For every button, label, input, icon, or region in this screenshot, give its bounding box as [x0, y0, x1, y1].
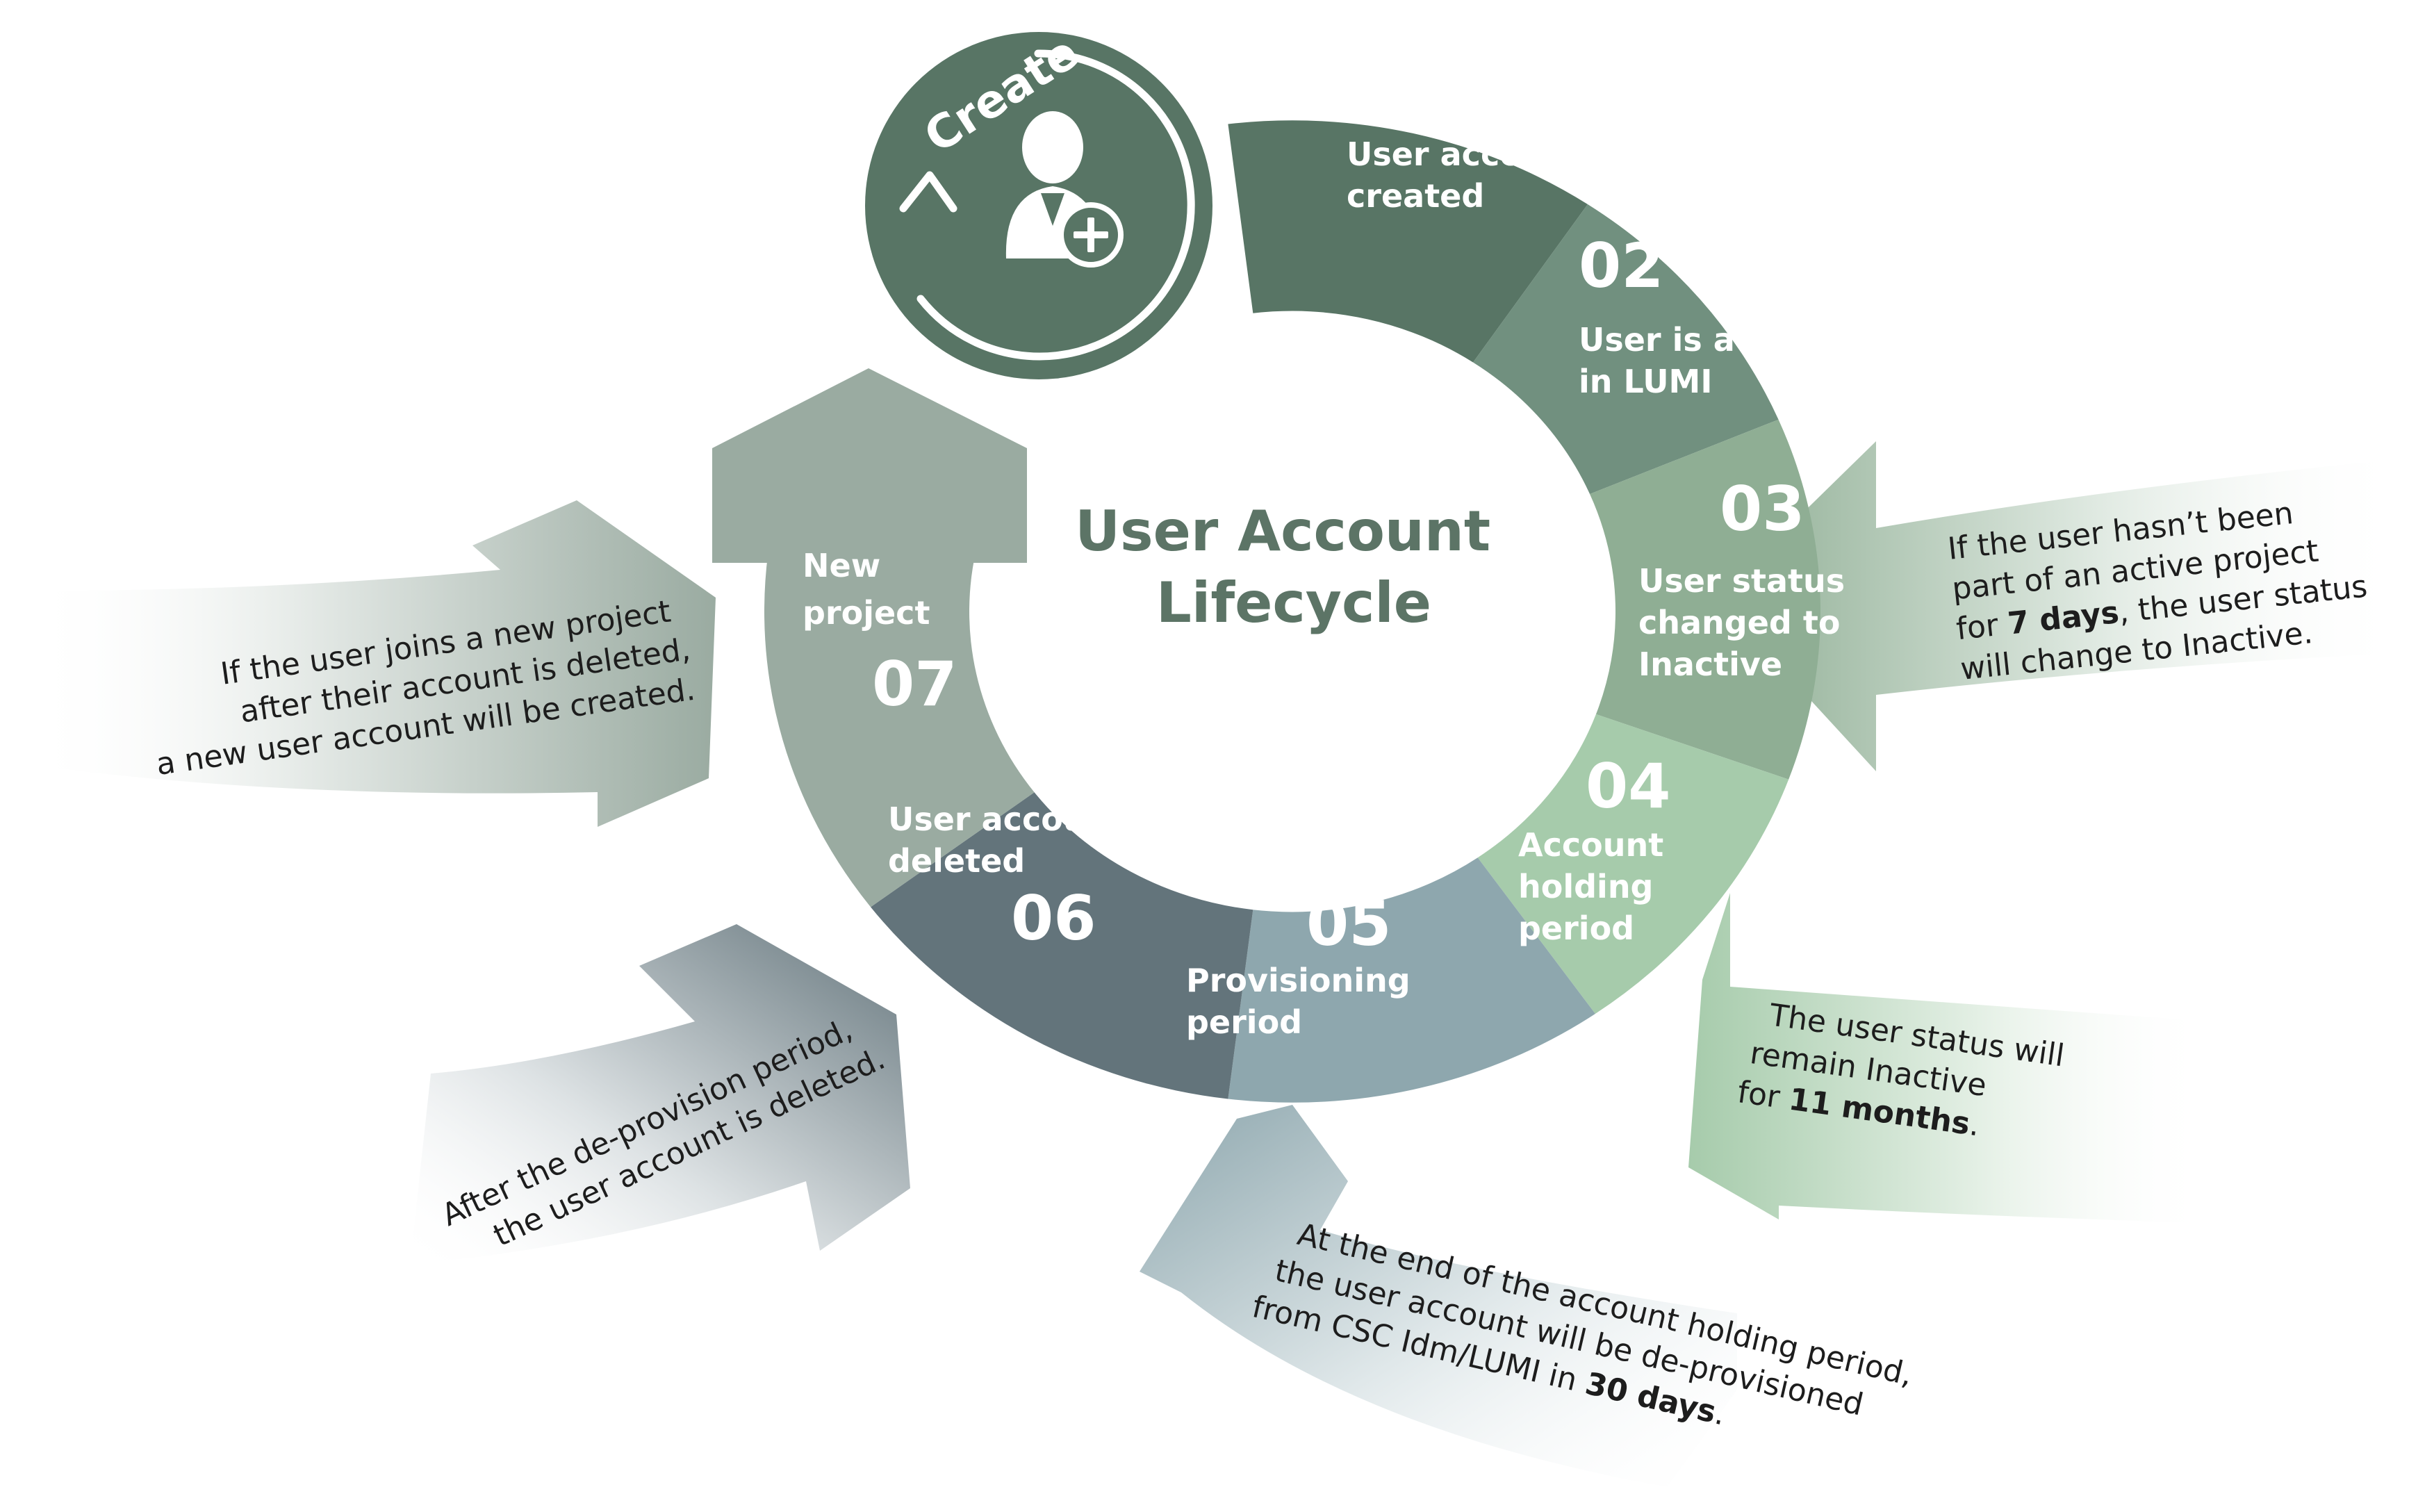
- step-05: 05 Provisioning period: [1186, 888, 1422, 1041]
- lifecycle-ring: [712, 120, 1820, 1103]
- arrow-shape-deleted: [410, 924, 910, 1265]
- segment-01-shape: [1228, 120, 1588, 363]
- step-04: 04 Account holding period: [1518, 750, 1675, 947]
- step-02-number: 02: [1579, 230, 1663, 302]
- arrow-shape-deprovision: [1140, 1105, 1737, 1487]
- step-07-label: New project: [803, 547, 930, 632]
- segment-04-shape: [1477, 714, 1789, 1014]
- step-01: 01 User account created: [1347, 53, 1593, 215]
- arrow-deleted-note: After the de-provision period, the user …: [410, 924, 910, 1265]
- create-arrow-head-icon: [899, 171, 957, 213]
- arrow-shape-inactive: [1716, 441, 2404, 771]
- step-04-label: Account holding period: [1518, 826, 1675, 947]
- step-07-number: 07: [872, 648, 957, 720]
- arrow-holding-note: The user status will remain Inactive for…: [1688, 893, 2210, 1223]
- create-badge: Create: [865, 26, 1212, 379]
- step-06: 06 User account deleted: [888, 800, 1135, 954]
- arrow-shape-newproject: [28, 500, 716, 827]
- step-07: 07 New project: [803, 547, 957, 720]
- step-02: 02 User is active in LUMI: [1579, 230, 1834, 400]
- segment-05-shape: [1228, 857, 1595, 1103]
- step-05-number: 05: [1306, 888, 1391, 960]
- create-cycle-arc: [916, 49, 1195, 361]
- step-05-label: Provisioning period: [1186, 962, 1422, 1041]
- arrow-shape-holding: [1688, 893, 2210, 1223]
- step-01-label: User account created: [1347, 135, 1593, 215]
- note-inactive: If the user hasn’t been part of an activ…: [1946, 488, 2383, 687]
- step-02-label: User is active in LUMI: [1579, 321, 1834, 400]
- step-03: 03 User status changed to Inactive: [1638, 473, 1856, 683]
- diagram-title: User Account Lifecycle: [1075, 499, 1510, 635]
- segment-02-shape: [1473, 204, 1779, 495]
- segment-06-shape: [871, 792, 1253, 1099]
- step-06-number: 06: [1011, 882, 1096, 954]
- segment-07-shape: [764, 501, 1035, 907]
- step-03-number: 03: [1720, 473, 1804, 545]
- arrow-newproject-note: If the user joins a new project after th…: [28, 500, 716, 827]
- user-add-icon: [1005, 111, 1124, 268]
- step-04-number: 04: [1586, 750, 1670, 822]
- step-06-label: User account deleted: [888, 800, 1135, 880]
- step-01-number: 01: [1347, 53, 1431, 124]
- segment-03-shape: [1590, 419, 1820, 780]
- new-project-arrow-head: [712, 368, 1027, 563]
- step-03-label: User status changed to Inactive: [1638, 562, 1856, 683]
- arrow-inactive-note: If the user hasn’t been part of an activ…: [1716, 441, 2404, 771]
